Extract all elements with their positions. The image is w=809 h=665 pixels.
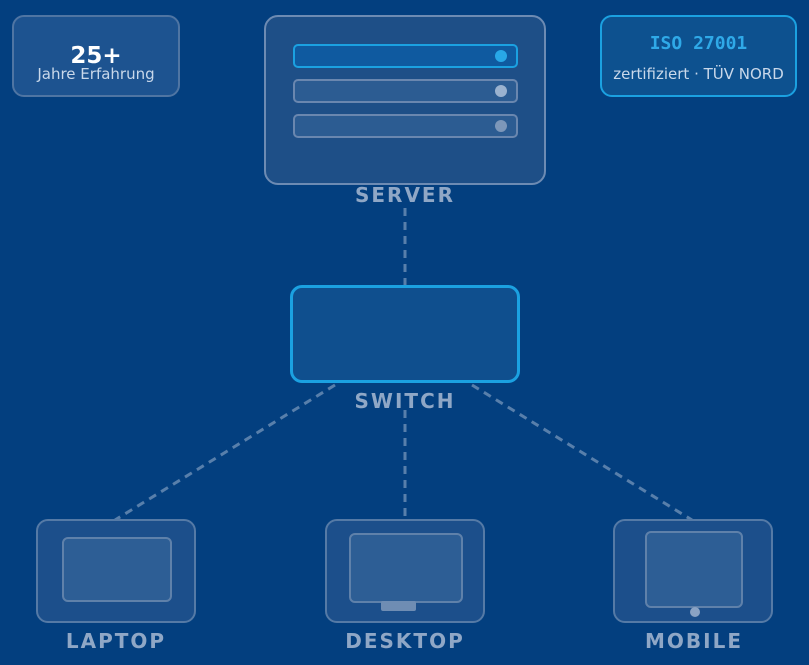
- experience-label: Jahre Erfahrung: [37, 65, 155, 83]
- server-slot: [293, 79, 518, 103]
- certification-label: zertifiziert · TÜV NORD: [613, 65, 784, 83]
- laptop-label: LAPTOP: [65, 629, 167, 653]
- mobile-icon: [613, 519, 773, 623]
- server-slot: [293, 114, 518, 138]
- server-icon: [264, 15, 546, 185]
- server-slot-active: [293, 44, 518, 68]
- laptop-icon: [36, 519, 196, 623]
- mobile-label: MOBILE: [645, 629, 743, 653]
- active-led-icon: [495, 50, 507, 62]
- certification-card: ISO 27001 zertifiziert · TÜV NORD: [600, 15, 797, 97]
- server-label: SERVER: [354, 183, 455, 207]
- certification-value: ISO 27001: [649, 33, 748, 54]
- link-switch-laptop: [114, 383, 336, 522]
- experience-card: 25+ Jahre Erfahrung: [12, 15, 180, 97]
- experience-value: 25+: [70, 43, 122, 69]
- laptop-screen: [62, 537, 172, 602]
- desktop-label: DESKTOP: [345, 629, 465, 653]
- switch-icon: [290, 285, 520, 383]
- mobile-home-button: [690, 607, 700, 617]
- mobile-screen: [645, 531, 743, 608]
- desktop-icon: [325, 519, 485, 623]
- switch-label: SWITCH: [354, 389, 456, 413]
- link-switch-mobile: [471, 383, 693, 522]
- led-icon: [495, 85, 507, 97]
- dim-led-icon: [495, 120, 507, 132]
- desktop-stand: [381, 601, 416, 611]
- desktop-screen: [349, 533, 463, 603]
